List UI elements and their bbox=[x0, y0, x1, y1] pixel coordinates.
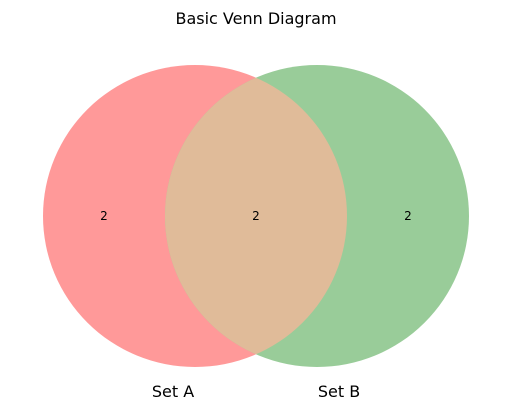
set-a-label: Set A bbox=[152, 382, 194, 401]
set-a-only-count: 2 bbox=[100, 209, 108, 223]
set-b-only-count: 2 bbox=[404, 209, 412, 223]
intersection-region bbox=[165, 65, 347, 367]
intersection-count: 2 bbox=[252, 209, 260, 223]
set-b-label: Set B bbox=[318, 382, 360, 401]
diagram-title: Basic Venn Diagram bbox=[175, 9, 336, 28]
